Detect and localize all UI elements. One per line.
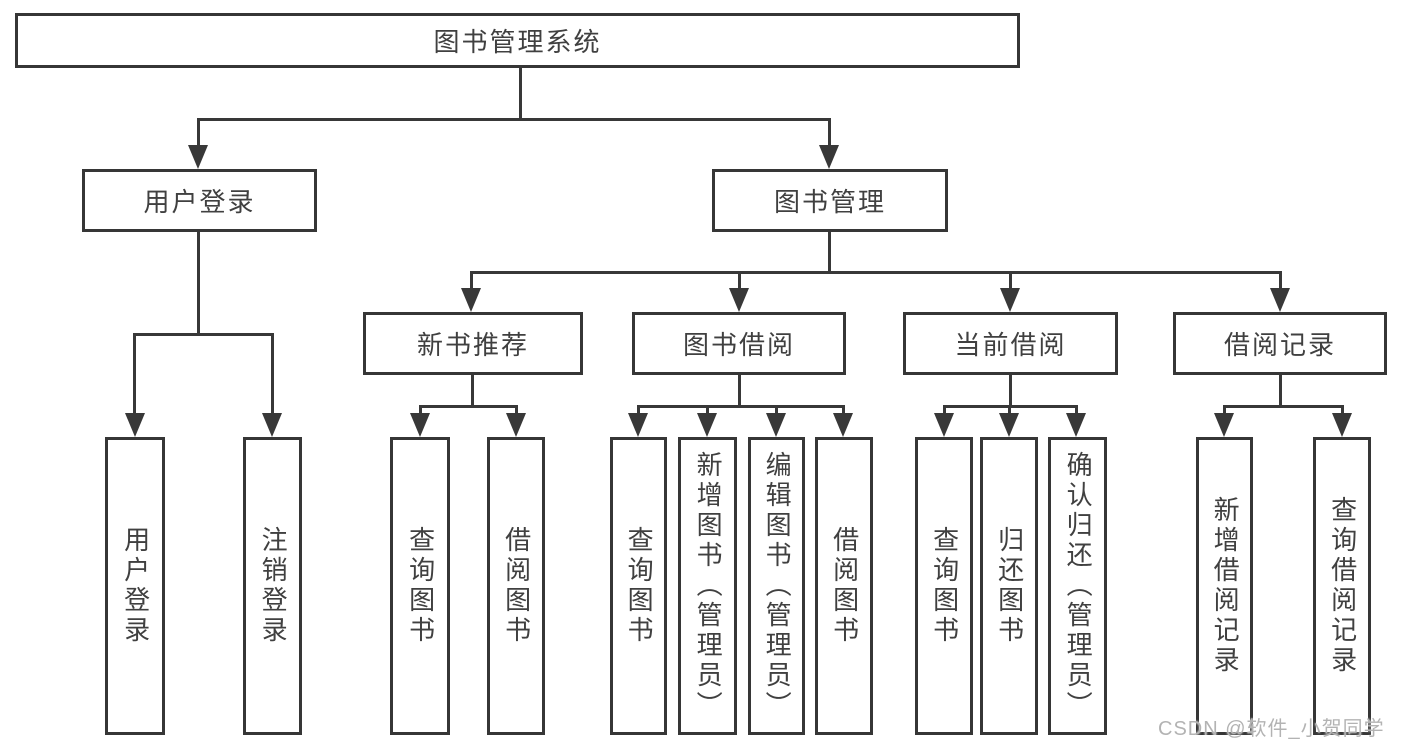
arrow-down-icon xyxy=(1000,288,1020,312)
leaf-borrow-books: 借阅图书 xyxy=(815,437,873,735)
leaf-user-login: 用户登录 xyxy=(105,437,165,735)
connector-line xyxy=(197,230,200,336)
connector-line xyxy=(419,405,422,415)
node-new-book-recommend-label: 新书推荐 xyxy=(416,330,529,360)
arrow-down-icon xyxy=(410,413,430,437)
connector-line xyxy=(1008,405,1011,415)
leaf-add-book-admin-label: 新增图书（管理员） xyxy=(693,451,724,721)
arrow-down-icon xyxy=(934,413,954,437)
leaf-query-borrow-record: 查询借阅记录 xyxy=(1313,437,1371,735)
arrow-down-icon xyxy=(125,413,145,437)
leaf-user-login-label: 用户登录 xyxy=(120,526,151,646)
node-book-management-label: 图书管理 xyxy=(773,187,886,217)
leaf-query-books-current: 查询图书 xyxy=(915,437,973,735)
connector-line xyxy=(519,66,522,121)
leaf-add-borrow-record-label: 新增借阅记录 xyxy=(1210,496,1241,676)
connector-line xyxy=(1223,405,1226,415)
arrow-down-icon xyxy=(506,413,526,437)
leaf-borrow-books-recommend: 借阅图书 xyxy=(487,437,545,735)
arrow-down-icon xyxy=(1270,288,1290,312)
connector-line xyxy=(419,405,518,408)
connector-line xyxy=(470,271,1282,274)
node-borrow-records-label: 借阅记录 xyxy=(1223,330,1336,360)
leaf-confirm-return-admin-label: 确认归还（管理员） xyxy=(1063,451,1094,721)
leaf-edit-book-admin-label: 编辑图书（管理员） xyxy=(762,451,793,721)
leaf-return-books: 归还图书 xyxy=(980,437,1038,735)
connector-line xyxy=(842,405,845,415)
leaf-edit-book-admin: 编辑图书（管理员） xyxy=(748,437,805,735)
arrow-down-icon xyxy=(999,413,1019,437)
leaf-return-books-label: 归还图书 xyxy=(994,526,1025,646)
leaf-add-book-admin: 新增图书（管理员） xyxy=(678,437,737,735)
node-root-label: 图书管理系统 xyxy=(433,27,602,57)
connector-line xyxy=(515,405,518,415)
connector-line xyxy=(133,333,274,336)
connector-line xyxy=(943,405,946,415)
leaf-query-borrow-record-label: 查询借阅记录 xyxy=(1327,496,1358,676)
node-current-borrow-label: 当前借阅 xyxy=(954,330,1067,360)
arrow-down-icon xyxy=(188,145,208,169)
connector-line xyxy=(706,405,709,415)
leaf-logout: 注销登录 xyxy=(243,437,302,735)
leaf-borrow-books-label: 借阅图书 xyxy=(829,526,860,646)
node-book-management: 图书管理 xyxy=(712,169,948,232)
leaf-query-books-borrow-label: 查询图书 xyxy=(624,526,655,646)
connector-line xyxy=(637,405,640,415)
node-current-borrow: 当前借阅 xyxy=(903,312,1118,375)
leaf-borrow-books-recommend-label: 借阅图书 xyxy=(501,526,532,646)
connector-line xyxy=(828,230,831,273)
connector-line xyxy=(1279,271,1282,291)
connector-line xyxy=(1009,271,1012,291)
node-borrow-records: 借阅记录 xyxy=(1173,312,1387,375)
connector-line xyxy=(1075,405,1078,415)
connector-line xyxy=(470,271,473,291)
arrow-down-icon xyxy=(833,413,853,437)
arrow-down-icon xyxy=(697,413,717,437)
connector-line xyxy=(1223,405,1343,408)
leaf-logout-label: 注销登录 xyxy=(258,526,289,646)
arrow-down-icon xyxy=(1332,413,1352,437)
connector-line xyxy=(637,405,845,408)
node-new-book-recommend: 新书推荐 xyxy=(363,312,583,375)
leaf-query-books-recommend-label: 查询图书 xyxy=(405,526,436,646)
connector-line xyxy=(1009,375,1012,408)
node-book-borrow: 图书借阅 xyxy=(632,312,846,375)
arrow-down-icon xyxy=(262,413,282,437)
node-root: 图书管理系统 xyxy=(15,13,1020,68)
node-user-login: 用户登录 xyxy=(82,169,317,232)
connector-line xyxy=(1341,405,1344,415)
connector-line xyxy=(1279,375,1282,408)
connector-line xyxy=(471,375,474,408)
connector-line xyxy=(197,118,831,121)
node-user-login-label: 用户登录 xyxy=(143,187,256,217)
arrow-down-icon xyxy=(628,413,648,437)
leaf-add-borrow-record: 新增借阅记录 xyxy=(1196,437,1253,735)
connector-line xyxy=(738,271,741,291)
leaf-query-books-recommend: 查询图书 xyxy=(390,437,450,735)
leaf-confirm-return-admin: 确认归还（管理员） xyxy=(1048,437,1107,735)
arrow-down-icon xyxy=(819,145,839,169)
node-book-borrow-label: 图书借阅 xyxy=(682,330,795,360)
connector-line xyxy=(197,118,200,148)
arrow-down-icon xyxy=(729,288,749,312)
arrow-down-icon xyxy=(461,288,481,312)
connector-line xyxy=(738,375,741,408)
leaf-query-books-current-label: 查询图书 xyxy=(929,526,960,646)
connector-line xyxy=(828,118,831,148)
connector-line xyxy=(133,333,136,415)
connector-line xyxy=(775,405,778,415)
arrow-down-icon xyxy=(766,413,786,437)
arrow-down-icon xyxy=(1066,413,1086,437)
csdn-watermark: CSDN @软件_小贺同学 xyxy=(1158,718,1385,740)
connector-line xyxy=(271,333,274,415)
arrow-down-icon xyxy=(1214,413,1234,437)
leaf-query-books-borrow: 查询图书 xyxy=(610,437,667,735)
